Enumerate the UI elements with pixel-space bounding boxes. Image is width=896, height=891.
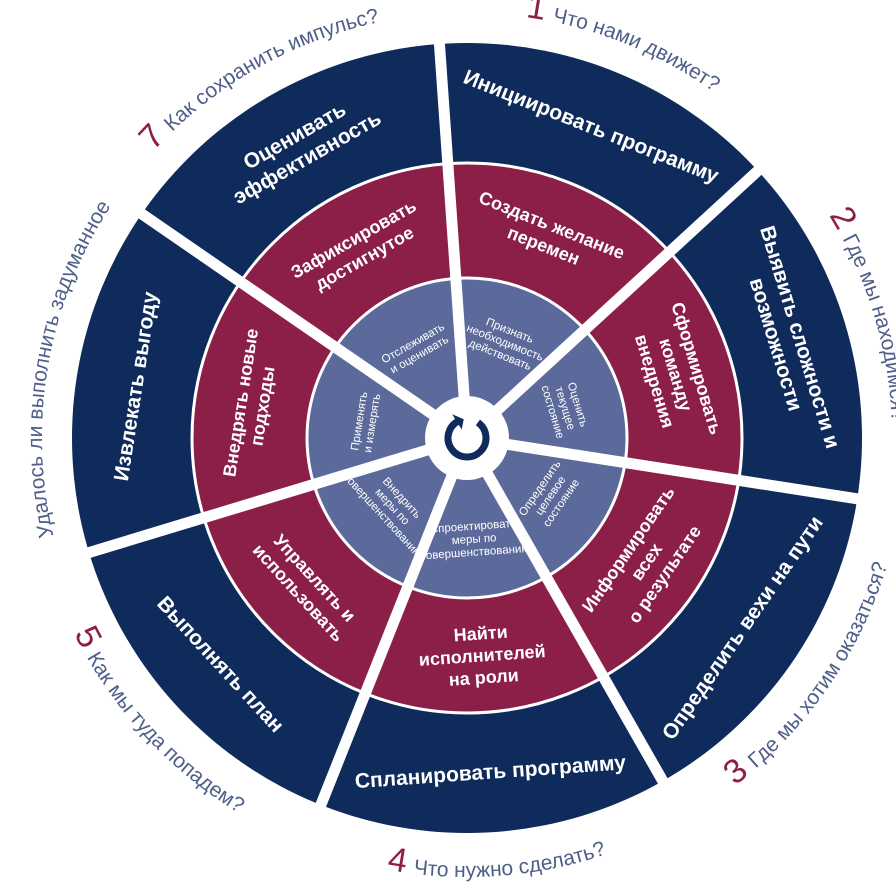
sector-dividers [83,39,863,811]
sector-number: 6 [0,0,9,8]
middle-label-4-line: Найти [453,622,508,646]
refresh-cycle-icon [444,414,490,461]
sector-number: 4 [385,840,410,881]
sector-divider [492,164,765,415]
sector-divider [135,207,438,420]
inner-ring-border [305,276,629,600]
question-text: Что нужно сделать? [413,837,609,882]
sector-number: 5 [67,620,109,654]
middle-ring-border [190,161,744,715]
inner-label-4-line: меры по [451,532,497,547]
sector-number: 1 [524,0,549,28]
sector-divider [482,470,670,788]
sector-divider [83,444,431,559]
middle-label-4-line: на роли [448,665,519,690]
wheel-hub [425,396,509,480]
sector-divider [433,39,470,399]
sector-divider [314,473,458,811]
sector-divider [505,438,863,505]
sector-number: 2 [822,200,864,236]
hub-circle [425,396,509,480]
